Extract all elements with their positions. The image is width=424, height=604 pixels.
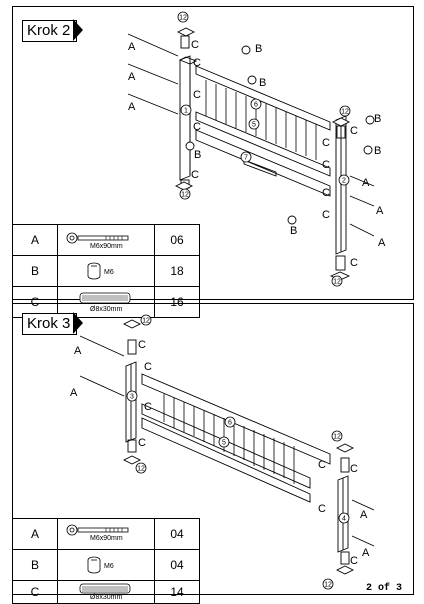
label-c: C [322, 187, 330, 199]
parts-row-a: A M6x90mm 04 [12, 518, 200, 550]
label-c: C [350, 555, 358, 567]
label-c: C [138, 339, 146, 351]
label-c: C [318, 459, 326, 471]
callout-6: 6 [228, 420, 232, 427]
label-c: C [191, 39, 199, 51]
part-letter: B [12, 255, 58, 287]
parts-row-b: B M6 04 [12, 549, 200, 581]
label-c: C [322, 159, 330, 171]
label-c: C [138, 437, 146, 449]
callout-12-right-bottom: 12 [333, 279, 341, 286]
part-quantity: 06 [154, 224, 200, 256]
label-c: C [193, 121, 201, 133]
callout-12-bottom: 12 [137, 466, 145, 473]
part-letter: A [12, 224, 58, 256]
callout-7: 7 [244, 155, 248, 162]
part-quantity: 18 [154, 255, 200, 287]
part-quantity: 04 [154, 549, 200, 581]
label-c: C [144, 401, 152, 413]
label-b: B [255, 43, 262, 55]
label-b: B [374, 145, 381, 157]
label-c: C [193, 89, 201, 101]
bolt-icon [66, 524, 129, 536]
label-a: A [128, 71, 136, 83]
step-2-panel [12, 6, 414, 300]
label-a: A [360, 509, 368, 521]
label-b: B [259, 77, 266, 89]
parts-row-c: C Ø8x30mm 16 [12, 286, 200, 318]
part-picture: M6 [57, 549, 155, 581]
wooden-dowel-icon [79, 583, 131, 594]
step-3-parts-table: A M6x90mm 04 B M6 [12, 518, 200, 604]
label-c: C [322, 209, 330, 221]
label-c: C [318, 503, 326, 515]
label-c: C [193, 57, 201, 69]
step-3-panel [12, 303, 414, 595]
label-a: A [376, 205, 384, 217]
part-description: M6 [104, 269, 114, 276]
step-2-title: Krok 2 [22, 20, 78, 42]
part-quantity: 04 [154, 518, 200, 550]
callout-12-top: 12 [142, 318, 150, 325]
label-a: A [74, 345, 82, 357]
parts-row-b: B M6 18 [12, 255, 200, 287]
step-2-diagram: 12 12 12 12 6 5 7 1 2 A A A A A A B B B … [127, 11, 386, 287]
step-2-parts-table: A M6x90mm 06 B M6 [12, 224, 200, 318]
page-number: 2 of 3 [365, 583, 402, 594]
part-quantity: 16 [154, 286, 200, 318]
part-quantity: 14 [154, 580, 200, 604]
label-c: C [350, 257, 358, 269]
part-description: Ø8x30mm [90, 306, 123, 313]
label-a: A [128, 101, 136, 113]
parts-row-c: C Ø8x30mm 14 [12, 580, 200, 604]
part-picture: M6 [57, 255, 155, 287]
part-letter: A [12, 518, 58, 550]
label-a: A [378, 237, 386, 249]
step-3-title: Krok 3 [22, 313, 78, 335]
callout-3: 3 [130, 394, 134, 401]
label-c: C [350, 125, 358, 137]
label-b: B [374, 113, 381, 125]
part-letter: C [12, 580, 58, 604]
label-a: A [128, 41, 136, 53]
part-description: Ø8x30mm [90, 594, 123, 601]
bolt-icon [66, 232, 129, 244]
part-description: M6 [104, 563, 114, 570]
callout-1: 1 [184, 108, 188, 115]
step-3-arrow-icon [73, 312, 83, 334]
label-a: A [362, 177, 370, 189]
callout-4: 4 [342, 516, 346, 523]
barrel-nut-icon [87, 262, 101, 280]
callout-12-top: 12 [179, 15, 187, 22]
part-picture: Ø8x30mm [57, 580, 155, 604]
label-c: C [191, 169, 199, 181]
callout-12-right-top: 12 [333, 434, 341, 441]
label-b: B [194, 149, 201, 161]
callout-12-right-top: 12 [341, 109, 349, 116]
label-a: A [70, 387, 78, 399]
part-description: M6x90mm [90, 535, 123, 542]
step-2-arrow-icon [73, 19, 83, 41]
label-c: C [350, 463, 358, 475]
callout-5: 5 [252, 122, 256, 129]
label-c: C [144, 361, 152, 373]
callout-6: 6 [254, 102, 258, 109]
callout-12-bottom: 12 [181, 192, 189, 199]
label-b: B [290, 225, 297, 237]
barrel-nut-icon [87, 556, 101, 574]
step-3-diagram: 12 12 12 12 6 5 3 4 A A A A C C C C C C … [70, 314, 375, 590]
label-c: C [322, 137, 330, 149]
part-picture: M6x90mm [57, 518, 155, 550]
part-letter: B [12, 549, 58, 581]
parts-row-a: A M6x90mm 06 [12, 224, 200, 256]
callout-12-right-bottom: 12 [324, 582, 332, 589]
part-picture: M6x90mm [57, 224, 155, 256]
callout-2: 2 [342, 178, 346, 185]
callout-5: 5 [222, 440, 226, 447]
label-a: A [362, 547, 370, 559]
part-description: M6x90mm [90, 243, 123, 250]
